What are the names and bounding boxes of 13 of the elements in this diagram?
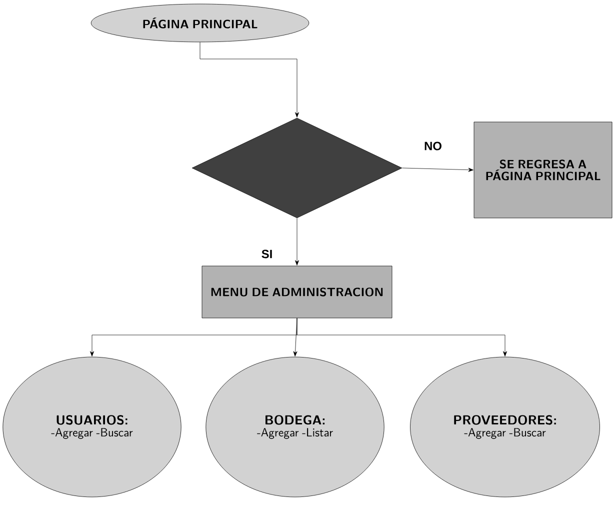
oval-node: PROVEEDORES: -Agregar -Buscar: [410, 356, 600, 498]
oval-node: PÁGINA PRINCIPAL: [90, 4, 310, 42]
decision-diamond: [192, 118, 402, 218]
edge-label: NO: [423, 140, 443, 152]
edge-label: SI: [260, 248, 274, 260]
arrow: [200, 42, 299, 118]
oval-node: USUARIOS: -Agregar -Buscar: [2, 356, 182, 498]
arrow: [295, 218, 299, 266]
arrow: [402, 168, 474, 172]
oval-node: BODEGA: -Agregar -Listar: [206, 356, 384, 498]
arrow: [296, 318, 507, 356]
process-box: MENU DE ADMINISTRACION: [202, 266, 392, 318]
process-box: SE REGRESA A PÁGINA PRINCIPAL: [474, 122, 612, 218]
